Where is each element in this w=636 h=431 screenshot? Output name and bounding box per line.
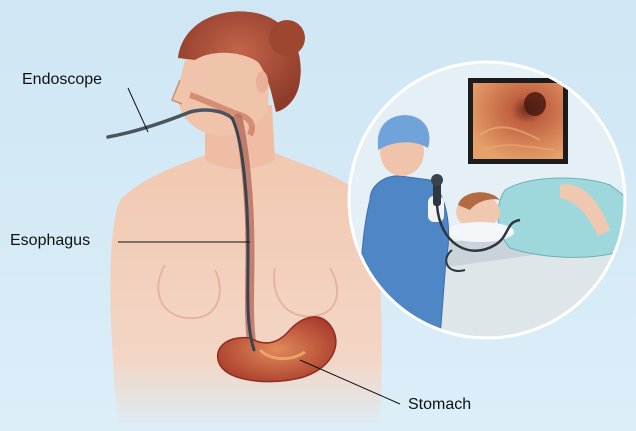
stomach-label: Stomach [408,396,471,414]
endoscope-label: Endoscope [22,71,102,89]
esophagus-label: Esophagus [10,232,90,250]
hair-bun [269,20,305,56]
monitor-screen [473,83,563,159]
